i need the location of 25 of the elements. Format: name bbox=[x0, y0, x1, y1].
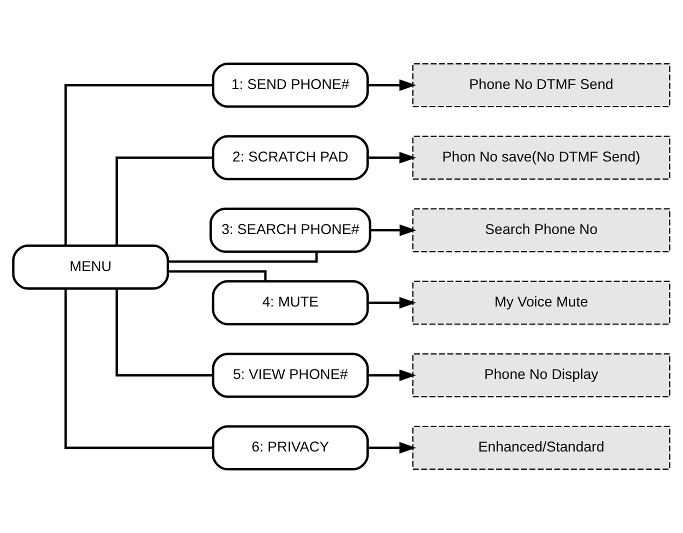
connector bbox=[168, 270, 267, 282]
arrow bbox=[368, 152, 416, 164]
arrow bbox=[368, 296, 416, 309]
connector bbox=[116, 156, 213, 246]
node-box: 2: SCRATCH PAD bbox=[212, 135, 369, 180]
node-box: 5: VIEW PHONE# bbox=[212, 352, 369, 398]
node-box: 3: SEARCH PHONE# bbox=[210, 208, 372, 253]
node-box: Phon No save(No DTMF Send) bbox=[412, 136, 670, 180]
connector bbox=[168, 252, 318, 263]
node-box: Enhanced/Standard bbox=[412, 426, 670, 470]
arrow bbox=[368, 369, 416, 382]
connector bbox=[116, 289, 213, 376]
node-box: MENU bbox=[12, 244, 170, 290]
node-box: My Voice Mute bbox=[412, 280, 670, 325]
connector bbox=[64, 288, 214, 450]
node-box: 4: MUTE bbox=[212, 280, 369, 326]
arrow bbox=[370, 224, 416, 236]
node-box: Phone No DTMF Send bbox=[412, 63, 670, 108]
node-box: 1: SEND PHONE# bbox=[212, 62, 369, 108]
node-box: Search Phone No bbox=[412, 208, 670, 252]
arrow bbox=[368, 442, 416, 454]
node-box: 6: PRIVACY bbox=[212, 425, 369, 470]
node-box: Phone No Display bbox=[412, 353, 670, 398]
arrow bbox=[368, 79, 416, 91]
connector bbox=[64, 84, 214, 246]
